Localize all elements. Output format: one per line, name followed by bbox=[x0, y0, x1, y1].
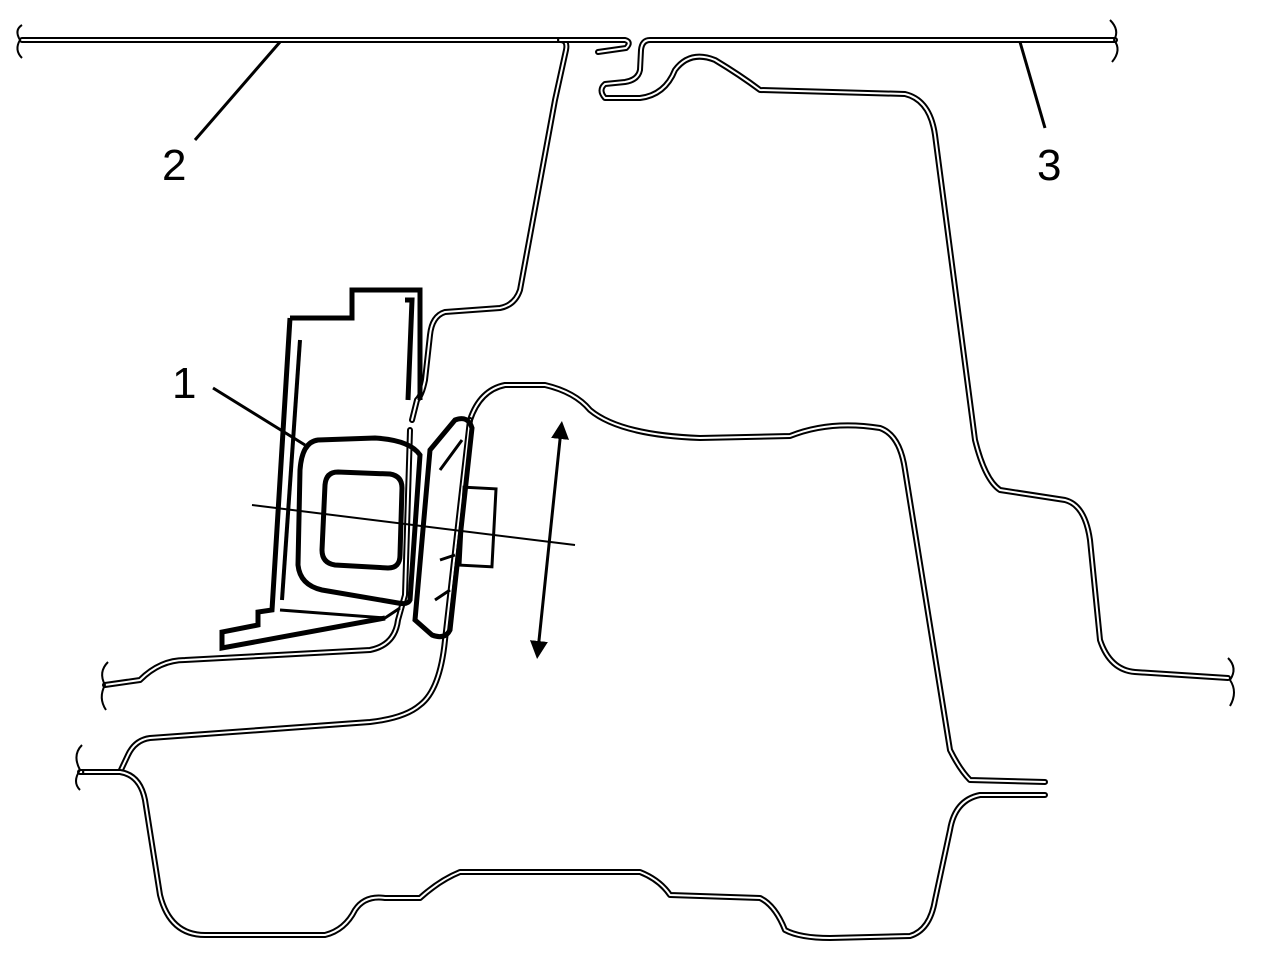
label-part-1: 1 bbox=[172, 359, 196, 408]
label-part-3: 3 bbox=[1037, 141, 1061, 190]
label-part-2: 2 bbox=[162, 141, 186, 190]
leader-lines bbox=[193, 41, 1047, 447]
bottom-tray bbox=[82, 769, 1048, 941]
inner-panel bbox=[77, 382, 1048, 785]
double-headed-arrow-icon bbox=[529, 421, 570, 659]
panel-2 bbox=[19, 37, 632, 423]
brace-break-icon bbox=[16, 19, 1235, 791]
part-1-hinge bbox=[219, 287, 576, 652]
panel-3 bbox=[598, 37, 1231, 681]
